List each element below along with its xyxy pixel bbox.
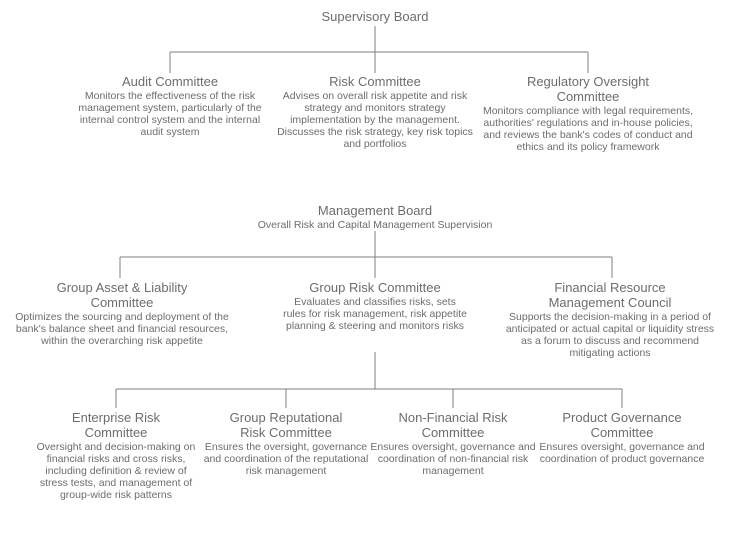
node-audit-committee: Audit Committee Monitors the effectivene…	[58, 74, 282, 138]
node-title: Non-Financial Risk Committee	[398, 410, 508, 440]
node-title: Risk Committee	[329, 74, 421, 89]
node-product-governance-committee: Product Governance Committee Ensures ove…	[534, 410, 710, 465]
node-description: Ensures oversight, governance and coordi…	[370, 441, 536, 477]
node-title: Group Asset & Liability Committee	[56, 280, 188, 310]
node-description: Ensures oversight, governance and coordi…	[539, 441, 705, 465]
node-enterprise-risk-committee: Enterprise Risk Committee Oversight and …	[25, 410, 207, 501]
node-risk-committee: Risk Committee Advises on overall risk a…	[270, 74, 480, 150]
node-title: Product Governance Committee	[562, 410, 682, 440]
node-title: Supervisory Board	[321, 9, 429, 24]
node-title: Group Risk Committee	[309, 280, 441, 295]
node-description: Oversight and decision-making on financi…	[36, 441, 196, 501]
node-description: Supports the decision-making in a period…	[505, 311, 715, 359]
node-description: Monitors the effectiveness of the risk m…	[78, 90, 262, 138]
node-title: Enterprise Risk Committee	[71, 410, 161, 440]
node-description: Monitors compliance with legal requireme…	[482, 105, 694, 153]
node-group-asset-liability-committee: Group Asset & Liability Committee Optimi…	[10, 280, 234, 347]
node-management-board: Management Board Overall Risk and Capita…	[225, 203, 525, 231]
node-title: Regulatory Oversight Committee	[526, 74, 650, 104]
node-regulatory-oversight-committee: Regulatory Oversight Committee Monitors …	[474, 74, 702, 153]
node-description: Optimizes the sourcing and deployment of…	[15, 311, 229, 347]
node-non-financial-risk-committee: Non-Financial Risk Committee Ensures ove…	[362, 410, 544, 477]
node-supervisory-board: Supervisory Board	[265, 9, 485, 24]
node-title: Audit Committee	[121, 74, 219, 89]
node-title: Management Board	[317, 203, 433, 218]
node-description: Ensures the oversight, governance and co…	[203, 441, 369, 477]
node-subtitle: Overall Risk and Capital Management Supe…	[257, 219, 493, 231]
node-description: Evaluates and classifies risks, sets rul…	[283, 296, 467, 332]
node-group-risk-committee: Group Risk Committee Evaluates and class…	[260, 280, 490, 332]
node-financial-resource-management-council: Financial Resource Management Council Su…	[494, 280, 726, 359]
node-title: Financial Resource Management Council	[548, 280, 672, 310]
node-group-reputational-risk-committee: Group Reputational Risk Committee Ensure…	[198, 410, 374, 477]
node-description: Advises on overall risk appetite and ris…	[277, 90, 473, 150]
node-title: Group Reputational Risk Committee	[229, 410, 343, 440]
